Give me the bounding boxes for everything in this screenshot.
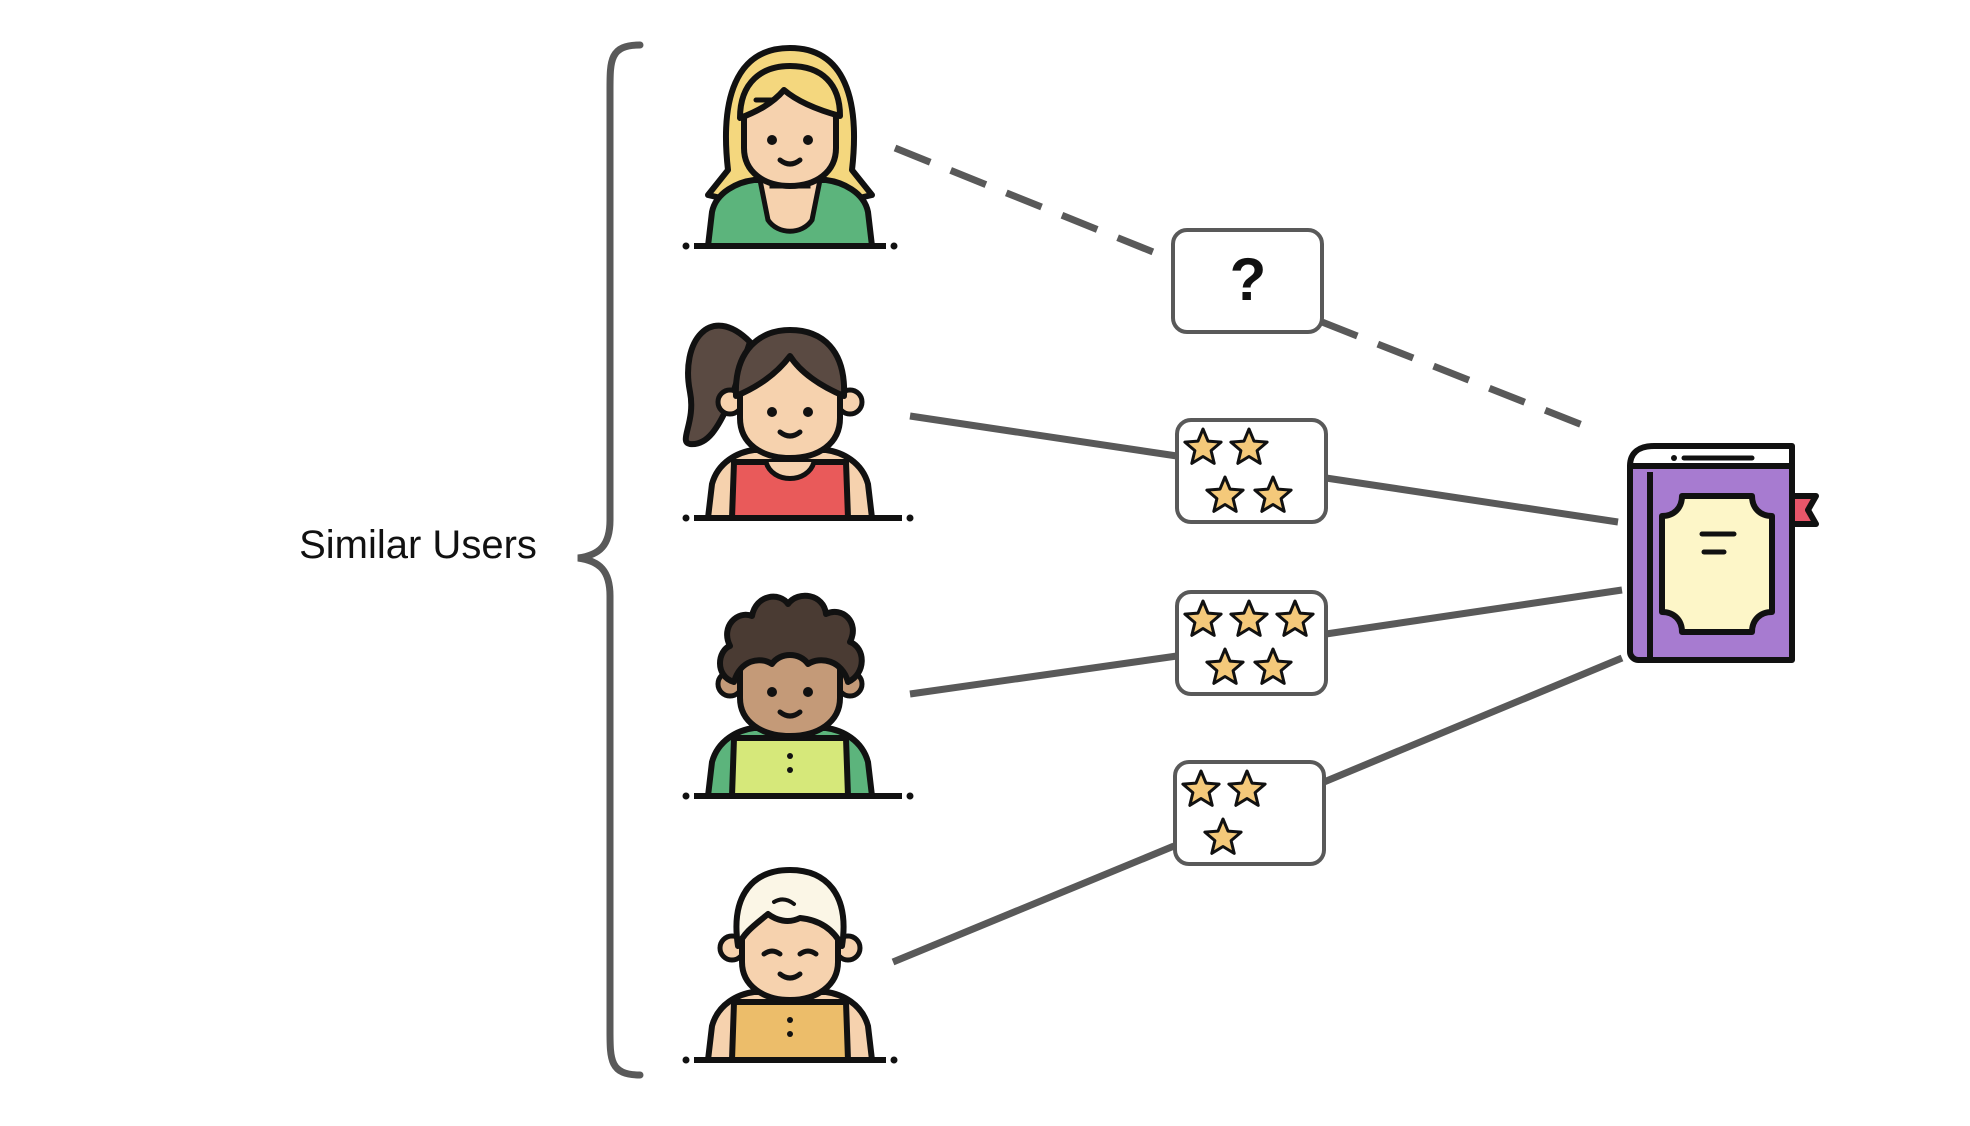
grouping-brace xyxy=(577,41,644,1079)
rating-star-icon xyxy=(1229,427,1269,465)
link-rating-2-to-book xyxy=(1325,474,1619,526)
rating-box-user-4 xyxy=(1173,760,1326,866)
user-avatar-1 xyxy=(682,45,898,250)
rating-star-icon xyxy=(1205,647,1245,685)
rating-star-icon xyxy=(1183,599,1223,637)
link-user-4-to-rating xyxy=(891,842,1176,966)
link-user-2-to-rating xyxy=(909,412,1178,460)
rating-star-icon xyxy=(1229,599,1269,637)
link-user-3-to-rating xyxy=(909,652,1178,698)
rating-star-icon xyxy=(1181,769,1221,807)
rating-star-icon xyxy=(1183,427,1223,465)
user-avatar-2 xyxy=(682,322,914,522)
link-rating-4-to-book xyxy=(1322,654,1624,786)
user-avatar-4 xyxy=(682,867,898,1064)
link-user-1-to-unknown xyxy=(893,144,1175,264)
rating-star-icon xyxy=(1205,475,1245,513)
rating-box-unknown: ? xyxy=(1171,228,1324,334)
rating-star-icon xyxy=(1227,769,1267,807)
unknown-rating-mark: ? xyxy=(1230,246,1267,313)
rating-box-user-2 xyxy=(1175,418,1328,524)
connection-lines xyxy=(891,144,1624,966)
book-icon xyxy=(1627,443,1819,663)
rating-star-icon xyxy=(1275,599,1315,637)
rating-star-icon xyxy=(1253,647,1293,685)
link-rating-3-to-book xyxy=(1325,586,1623,638)
rating-star-icon xyxy=(1203,817,1243,855)
rating-star-icon xyxy=(1253,475,1293,513)
similar-users-label: Similar Users xyxy=(299,523,537,567)
link-unknown-to-book xyxy=(1320,318,1602,436)
rating-box-user-3 xyxy=(1175,590,1328,696)
user-avatar-3 xyxy=(682,592,914,800)
